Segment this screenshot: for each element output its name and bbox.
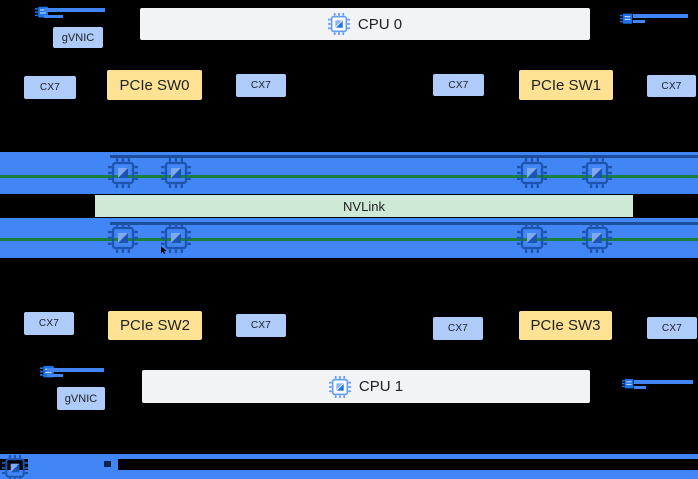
network-line [47,374,63,377]
gvnic-top-box: gVNIC [53,27,103,48]
cx7-box-top-1: CX7 [24,76,76,99]
pcie-sw0-box: PCIe SW0 [107,70,202,100]
cpu1-label: CPU 1 [358,378,404,395]
cx7-label: CX7 [448,79,469,91]
cpu-chip-icon [328,13,350,35]
cx7-box-top-3: CX7 [433,74,484,96]
cx7-label: CX7 [250,80,272,91]
gpu-chip-icon [582,222,612,254]
gpu-chip-icon [517,157,547,189]
pcie-sw0-label: PCIe SW0 [119,76,190,94]
pcie-sw2-box: PCIe SW2 [108,311,202,340]
cx7-box-bottom-2: CX7 [236,314,286,337]
mouse-cursor [161,246,168,255]
gpu-chip-icon [2,455,28,479]
network-line [47,368,104,372]
network-link-icon [40,364,57,380]
cx7-box-top-2: CX7 [236,74,286,97]
cx7-box-bottom-3: CX7 [433,317,483,340]
gpu-chip-icon [582,157,612,189]
gvnic-bottom-box: gVNIC [57,387,105,410]
footer-bus-segment [28,459,118,471]
pcie-trace-line [110,222,698,225]
cx7-label: CX7 [661,80,682,92]
gpu-chip-icon [517,222,547,254]
footer-node-dot [104,461,111,467]
pcie-sw1-label: PCIe SW1 [530,76,602,94]
network-line [634,380,693,384]
network-line [633,20,645,23]
network-line [634,386,646,389]
cx7-box-bottom-4: CX7 [647,317,697,339]
nvlink-label: NVLink [343,198,385,214]
gvnic-bottom-label: gVNIC [64,392,98,405]
pcie-sw2-label: PCIe SW2 [119,317,191,334]
pcie-trace-line [110,155,698,158]
cpu1-box: CPU 1 [142,370,590,403]
network-line [44,15,63,18]
cx7-label: CX7 [661,322,683,334]
cx7-label: CX7 [39,82,61,93]
gpu-chip-icon [108,222,138,254]
cpu0-label: CPU 0 [357,15,403,33]
cx7-box-top-4: CX7 [647,75,696,97]
footer-bus-line-top [0,454,698,459]
cx7-box-bottom-1: CX7 [24,312,74,335]
gpu-chip-icon [161,157,191,189]
pcie-sw3-label: PCIe SW3 [530,317,601,334]
nvlink-trace-line [0,238,698,241]
nvlink-trace-line [0,175,698,178]
gpu-chip-icon [108,157,138,189]
pcie-sw3-box: PCIe SW3 [519,311,612,340]
cx7-label: CX7 [38,318,60,329]
cpu-chip-icon [329,376,351,398]
footer-bus-line-bottom [0,470,698,479]
cx7-label: CX7 [447,323,469,334]
network-line [44,8,105,12]
pcie-sw1-box: PCIe SW1 [519,70,613,100]
cpu0-box: CPU 0 [140,8,590,40]
gvnic-top-label: gVNIC [61,31,95,44]
network-line [633,14,688,18]
nvlink-band: NVLink [95,195,633,217]
cx7-label: CX7 [250,320,272,331]
